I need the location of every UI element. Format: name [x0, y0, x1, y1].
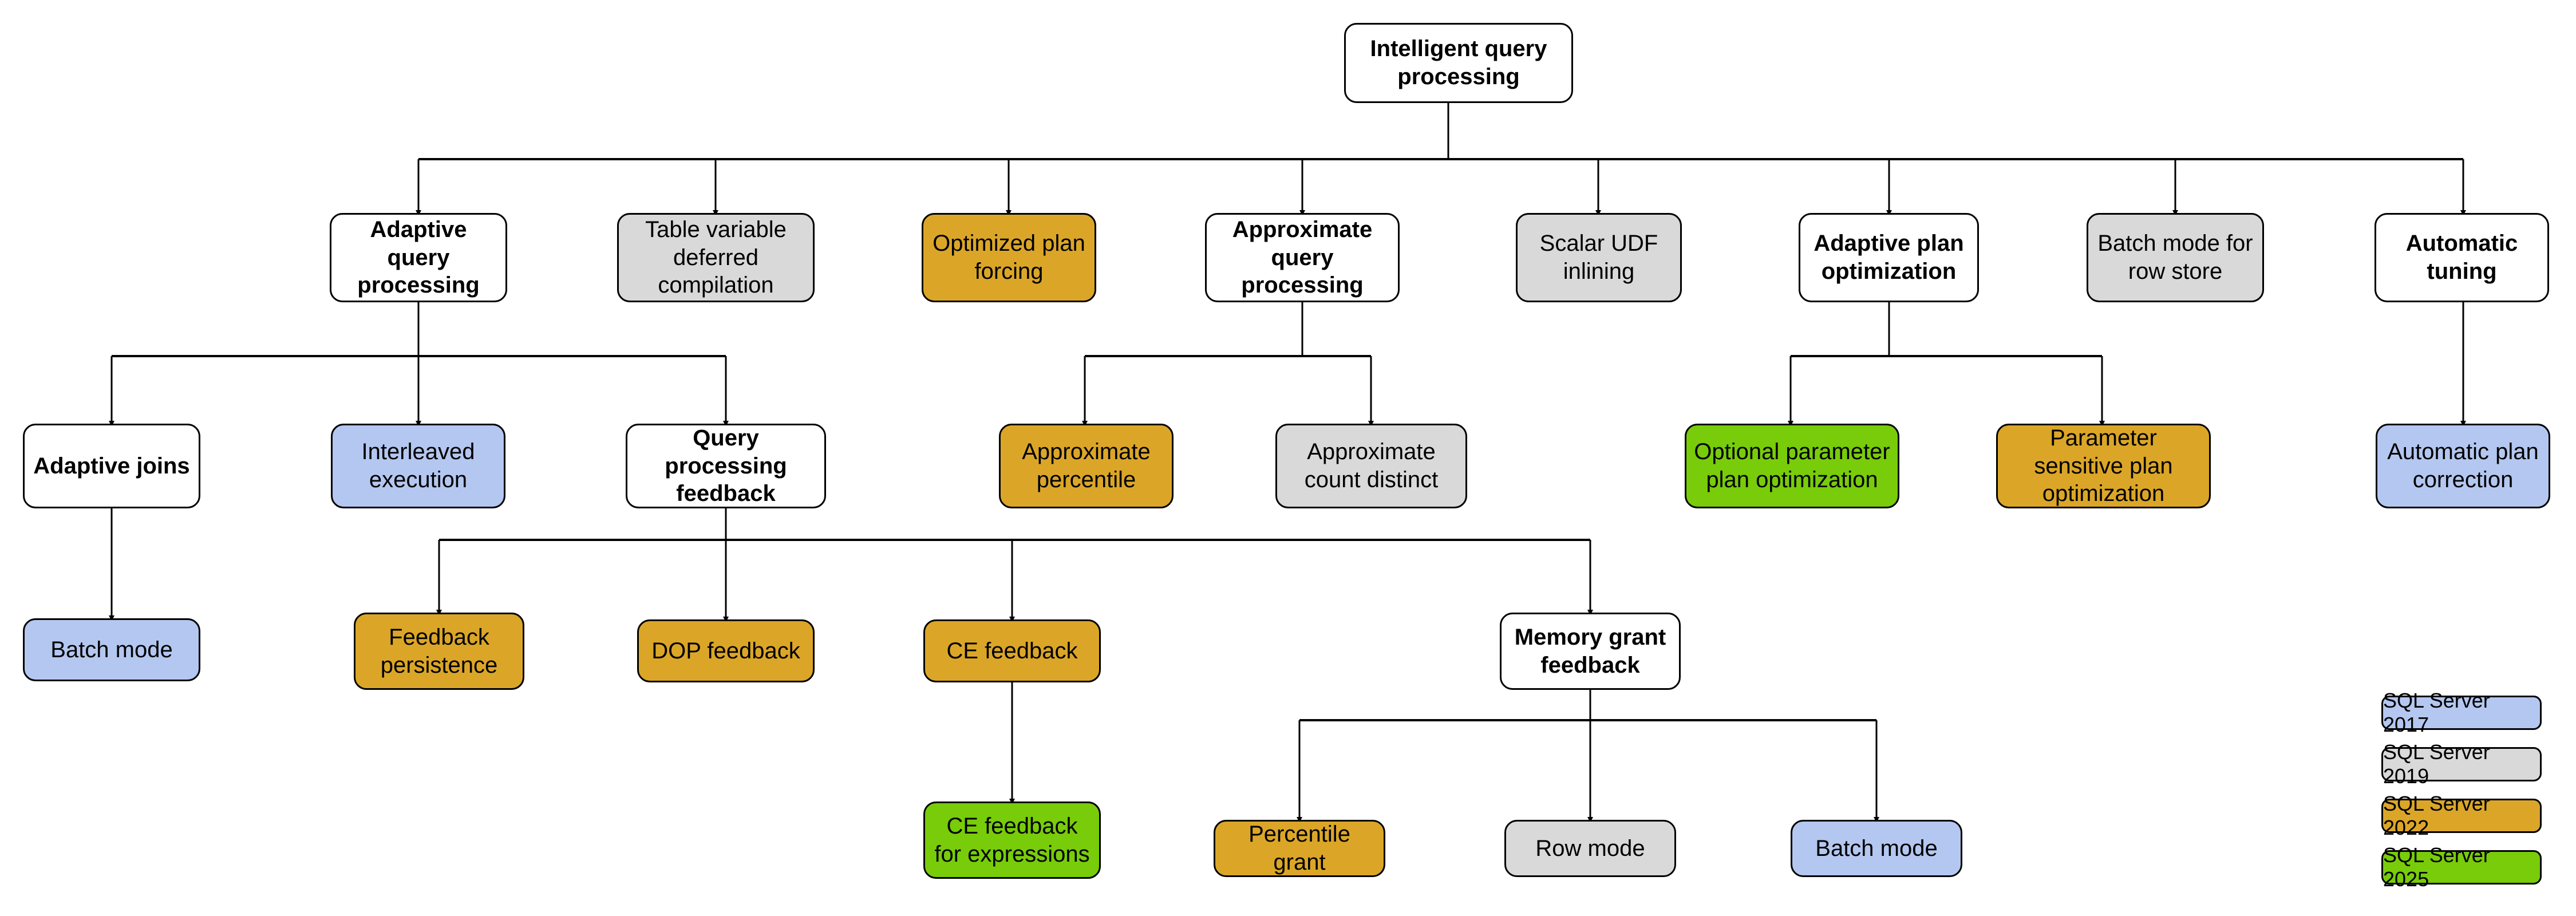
legend-item-sql-server-2025: SQL Server 2025 [2381, 843, 2542, 891]
node-row-mode[interactable]: Row mode [1504, 820, 1676, 877]
node-memory-grant-feedback[interactable]: Memory grant feedback [1500, 613, 1681, 690]
legend-item-sql-server-2017: SQL Server 2017 [2381, 689, 2542, 736]
node-table-variable-deferred-compilation[interactable]: Table variable deferred compilation [617, 213, 815, 302]
node-approximate-percentile[interactable]: Approximate percentile [999, 424, 1174, 508]
node-ce-feedback[interactable]: CE feedback [923, 619, 1101, 682]
node-scalar-udf-inlining[interactable]: Scalar UDF inlining [1516, 213, 1682, 302]
node-optimized-plan-forcing[interactable]: Optimized plan forcing [922, 213, 1096, 302]
node-adaptive-joins[interactable]: Adaptive joins [23, 424, 200, 508]
node-approximate-query-processing[interactable]: Approximate query processing [1205, 213, 1400, 302]
node-ce-feedback-for-expressions[interactable]: CE feedback for expressions [923, 802, 1101, 879]
node-parameter-sensitive-plan-optimization[interactable]: Parameter sensitive plan optimization [1996, 424, 2211, 508]
node-batch-mode-adaptive-joins[interactable]: Batch mode [23, 618, 200, 681]
legend-item-sql-server-2019: SQL Server 2019 [2381, 740, 2542, 788]
node-approximate-count-distinct[interactable]: Approximate count distinct [1275, 424, 1467, 508]
node-batch-mode-memory-grant[interactable]: Batch mode [1791, 820, 1962, 877]
node-intelligent-query-processing[interactable]: Intelligent query processing [1344, 23, 1573, 103]
node-automatic-plan-correction[interactable]: Automatic plan correction [2376, 424, 2550, 508]
node-optional-parameter-plan-optimization[interactable]: Optional parameter plan optimization [1685, 424, 1899, 508]
node-query-processing-feedback[interactable]: Query processing feedback [626, 424, 826, 508]
node-adaptive-query-processing[interactable]: Adaptive query processing [330, 213, 507, 302]
legend-item-sql-server-2022: SQL Server 2022 [2381, 792, 2542, 839]
node-adaptive-plan-optimization[interactable]: Adaptive plan optimization [1799, 213, 1979, 302]
node-dop-feedback[interactable]: DOP feedback [637, 619, 815, 682]
node-automatic-tuning[interactable]: Automatic tuning [2374, 213, 2549, 302]
node-percentile-grant[interactable]: Percentile grant [1214, 820, 1385, 877]
node-feedback-persistence[interactable]: Feedback persistence [354, 613, 524, 690]
node-interleaved-execution[interactable]: Interleaved execution [331, 424, 505, 508]
node-batch-mode-for-row-store[interactable]: Batch mode for row store [2087, 213, 2264, 302]
